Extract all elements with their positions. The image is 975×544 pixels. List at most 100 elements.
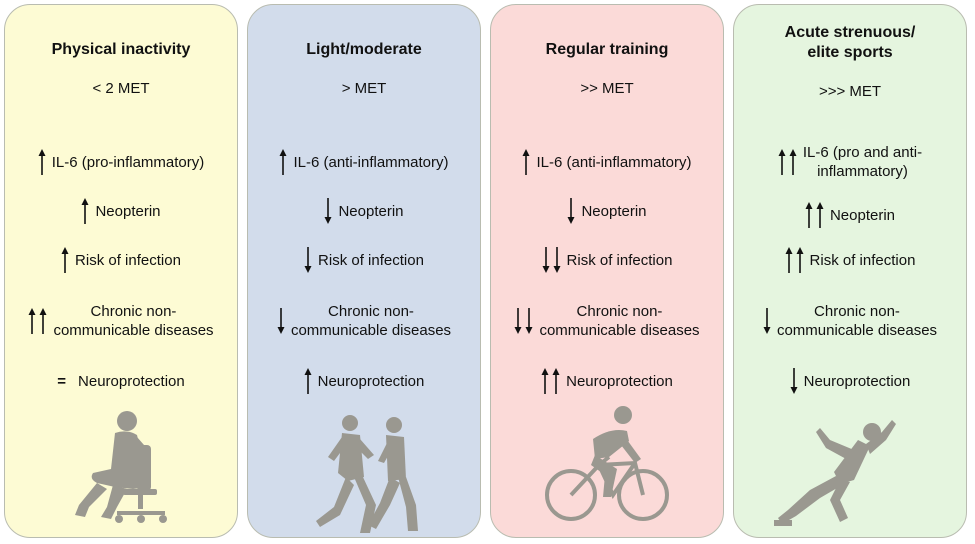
effect-label: Chronic non- communicable diseases (776, 303, 938, 339)
effect-label: Risk of infection (75, 251, 181, 269)
trend-arrows (778, 149, 797, 175)
met-label: > MET (341, 80, 387, 97)
trend-arrows (279, 149, 287, 175)
trend-arrows (541, 368, 560, 394)
trend-arrows (304, 247, 312, 273)
arrow-up-icon (789, 149, 797, 175)
trend-arrows (324, 198, 332, 224)
arrow-up-icon (785, 247, 793, 273)
arrow-up-icon (39, 308, 47, 334)
trend-arrows (567, 198, 575, 224)
arrow-up-icon (81, 198, 89, 224)
trend-arrows (805, 202, 824, 228)
arrow-up-icon (28, 308, 36, 334)
panel-1: Physical inactivity < 2 MET IL-6 (pro-infl… (4, 4, 238, 538)
arrow-up-icon (541, 368, 549, 394)
arrow-down-icon (514, 308, 522, 334)
effect-row: Chronic non- communicable diseases (734, 302, 966, 340)
trend-arrows (28, 308, 47, 334)
effect-label: Chronic non- communicable diseases (53, 303, 214, 339)
effect-label: Neopterin (95, 202, 161, 220)
effect-label: Chronic non- communicable diseases (290, 303, 452, 339)
effect-label: IL-6 (pro and anti- inflammatory) (802, 144, 923, 180)
arrow-up-icon (778, 149, 786, 175)
panel-title: Acute strenuous/ elite sports (784, 24, 916, 61)
effect-row: Neopterin (491, 198, 723, 224)
effect-label: Chronic non- communicable diseases (539, 303, 700, 339)
panel-title: Light/moderate (306, 41, 422, 58)
panel-title: Physical inactivity (51, 41, 191, 58)
effect-row: Neopterin (734, 202, 966, 228)
arrow-up-icon (522, 149, 530, 175)
effect-row: Neopterin (248, 198, 480, 224)
joggers-icon (308, 413, 428, 544)
effect-label: Neopterin (581, 202, 647, 220)
effect-label: IL-6 (pro-inflammatory) (51, 153, 205, 171)
effect-row: IL-6 (pro and anti- inflammatory) (734, 143, 966, 181)
trend-arrows (277, 308, 285, 334)
effect-label: IL-6 (anti-inflammatory) (293, 153, 449, 171)
cyclist-icon (543, 405, 673, 530)
arrow-up-icon (816, 202, 824, 228)
arrow-up-icon (805, 202, 813, 228)
effect-row: Chronic non- communicable diseases (5, 302, 237, 340)
met-label: >> MET (580, 80, 634, 97)
effect-row: IL-6 (anti-inflammatory) (248, 149, 480, 175)
effect-label: Neuroprotection (566, 372, 673, 390)
panel-4: Acute strenuous/ elite sports >>> MET IL-6… (733, 4, 967, 538)
arrow-down-icon (324, 198, 332, 224)
effect-label: Risk of infection (809, 251, 916, 269)
panel-3: Regular training >> MET IL-6 (anti-inflamm… (490, 4, 724, 538)
effect-label: Neuroprotection (803, 372, 911, 390)
trend-arrows (763, 308, 771, 334)
arrow-up-icon (38, 149, 46, 175)
trend-arrows (81, 198, 89, 224)
sprinter-icon (770, 410, 900, 535)
effect-row: Risk of infection (491, 247, 723, 273)
trend-arrows (522, 149, 530, 175)
arrow-down-icon (542, 247, 550, 273)
equal-sign: = (57, 372, 67, 390)
effect-row: Risk of infection (248, 247, 480, 273)
effect-row: Neuroprotection (491, 368, 723, 394)
met-label: < 2 MET (92, 80, 150, 97)
arrow-up-icon (304, 368, 312, 394)
arrow-up-icon (279, 149, 287, 175)
effect-row: Neopterin (5, 198, 237, 224)
arrow-down-icon (525, 308, 533, 334)
effect-label: Neopterin (338, 202, 404, 220)
trend-arrows (514, 308, 533, 334)
arrow-down-icon (790, 368, 798, 394)
arrow-up-icon (796, 247, 804, 273)
effect-row: Risk of infection (734, 247, 966, 273)
trend-arrows (785, 247, 804, 273)
trend-arrows (790, 368, 798, 394)
arrow-up-icon (552, 368, 560, 394)
effect-row: Risk of infection (5, 247, 237, 273)
effect-row: IL-6 (anti-inflammatory) (491, 149, 723, 175)
trend-arrows (542, 247, 561, 273)
effect-row: IL-6 (pro-inflammatory) (5, 149, 237, 175)
effect-label: Neuroprotection (317, 372, 425, 390)
arrow-down-icon (277, 308, 285, 334)
met-label: >>> MET (818, 83, 882, 100)
effect-row: Chronic non- communicable diseases (491, 302, 723, 340)
effect-label: Risk of infection (318, 251, 424, 269)
effect-label: IL-6 (anti-inflammatory) (536, 153, 692, 171)
effect-row: Neuroprotection (734, 368, 966, 394)
panel-2: Light/moderate > MET IL-6 (anti-inflammato… (247, 4, 481, 538)
arrow-down-icon (567, 198, 575, 224)
trend-arrows (61, 247, 69, 273)
trend-arrows (304, 368, 312, 394)
arrow-up-icon (61, 247, 69, 273)
arrow-down-icon (763, 308, 771, 334)
arrow-down-icon (304, 247, 312, 273)
sitting-person-icon (67, 407, 177, 532)
trend-arrows (38, 149, 46, 175)
panel-title: Regular training (545, 41, 669, 58)
effect-row: = Neuroprotection (5, 372, 237, 391)
effect-row: Chronic non- communicable diseases (248, 302, 480, 340)
arrow-down-icon (553, 247, 561, 273)
effect-label: Neuroprotection (78, 372, 185, 390)
effect-label: Neopterin (829, 206, 896, 224)
